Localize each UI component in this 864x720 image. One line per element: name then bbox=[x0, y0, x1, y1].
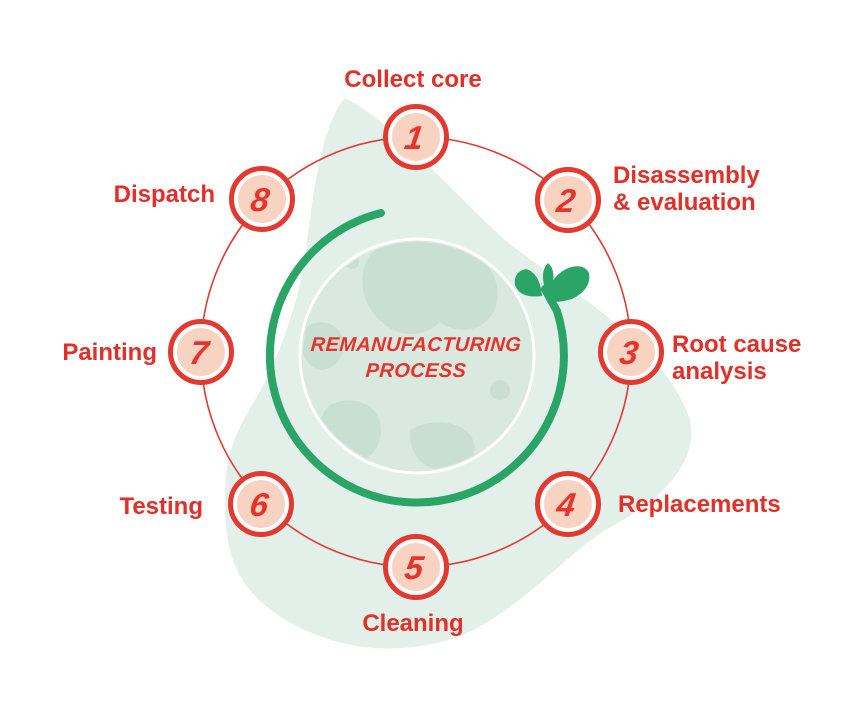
step-label-collect-core: Collect core bbox=[344, 66, 481, 93]
step-number-1: 1 bbox=[402, 118, 427, 156]
step-label-line: Testing bbox=[119, 493, 203, 520]
step-label-cleaning: Cleaning bbox=[362, 610, 463, 637]
step-node-6-fill: 6 bbox=[237, 480, 285, 528]
step-label-replacements: Replacements bbox=[618, 491, 781, 518]
step-number-5: 5 bbox=[402, 548, 427, 586]
step-label-line: Dispatch bbox=[113, 181, 215, 208]
step-label-line: Root cause bbox=[672, 331, 802, 358]
center-title-line1: REMANUFACTURING bbox=[310, 334, 522, 356]
step-node-5-fill: 5 bbox=[392, 543, 440, 591]
step-label-line: Painting bbox=[62, 339, 157, 366]
step-node-8-fill: 8 bbox=[238, 175, 286, 223]
step-label-line: Disassembly bbox=[613, 162, 760, 189]
step-node-7-fill: 7 bbox=[177, 328, 225, 376]
step-node-4: 4 bbox=[535, 471, 601, 537]
step-number-8: 8 bbox=[248, 180, 273, 218]
step-node-1-fill: 1 bbox=[392, 113, 440, 161]
step-number-6: 6 bbox=[247, 485, 272, 523]
step-node-4-fill: 4 bbox=[544, 480, 592, 528]
center-title: REMANUFACTURING PROCESS bbox=[310, 332, 522, 384]
step-node-1: 1 bbox=[383, 104, 449, 170]
step-label-line: Cleaning bbox=[362, 610, 464, 637]
globe-continent bbox=[362, 242, 498, 334]
step-label-line: analysis bbox=[672, 358, 767, 385]
step-label-line: Collect core bbox=[344, 66, 482, 93]
sprout-icon bbox=[514, 263, 590, 302]
sprout-leaf-left bbox=[514, 269, 542, 297]
step-node-8: 8 bbox=[229, 166, 295, 232]
step-node-7: 7 bbox=[168, 319, 234, 385]
green-cycle-arc bbox=[265, 209, 568, 507]
step-number-4: 4 bbox=[554, 485, 579, 523]
step-node-5: 5 bbox=[383, 534, 449, 600]
step-node-2-fill: 2 bbox=[544, 176, 592, 224]
sprout-leaf-right bbox=[546, 266, 590, 302]
globe-continent bbox=[490, 380, 510, 400]
step-label-line: & evaluation bbox=[613, 189, 756, 216]
step-label-painting: Painting bbox=[62, 339, 157, 366]
step-node-3: 3 bbox=[598, 319, 664, 385]
globe-continent bbox=[303, 322, 344, 370]
step-label-dispatch: Dispatch bbox=[114, 181, 215, 208]
step-label-disassembly-evaluation: Disassembly & evaluation bbox=[613, 162, 760, 216]
step-number-2: 2 bbox=[554, 181, 579, 219]
globe-continent bbox=[409, 422, 475, 470]
step-node-6: 6 bbox=[228, 471, 294, 537]
step-label-root-cause-analysis: Root cause analysis bbox=[672, 331, 801, 385]
step-node-3-fill: 3 bbox=[607, 328, 655, 376]
step-node-2: 2 bbox=[535, 167, 601, 233]
step-label-testing: Testing bbox=[119, 493, 203, 520]
step-number-7: 7 bbox=[187, 333, 212, 371]
center-title-line2: PROCESS bbox=[364, 360, 468, 382]
step-label-line: Replacements bbox=[618, 491, 781, 518]
step-number-3: 3 bbox=[617, 333, 642, 371]
